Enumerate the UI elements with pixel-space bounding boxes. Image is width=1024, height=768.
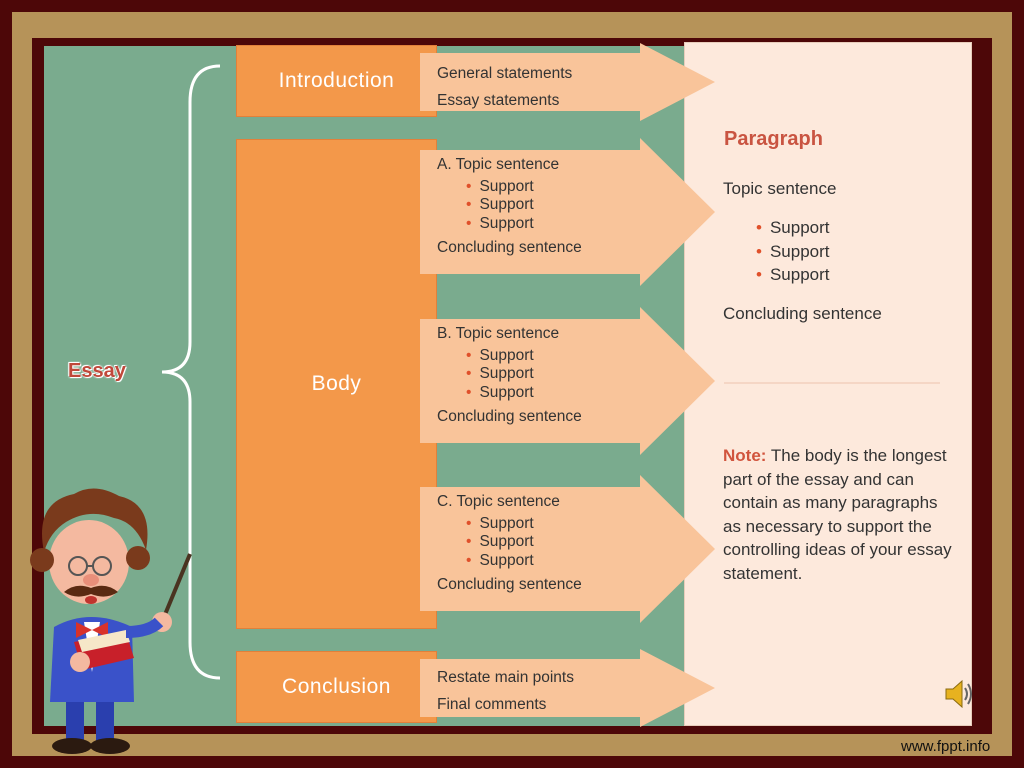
support-item: Support [479,196,534,214]
concluding-sentence: Concluding sentence [437,576,582,594]
concluding-sentence: Concluding sentence [437,239,582,257]
paragraph-panel [684,42,972,726]
arrow-shape-icon [420,649,715,727]
introduction-arrow: General statements Essay statements [420,43,718,121]
concluding-sentence: Concluding sentence [437,408,582,426]
footer-credit: www.fppt.info [901,738,991,755]
paragraph-topic: Topic sentence [723,179,837,198]
introduction-box: Introduction [236,45,437,117]
paragraph-title: Paragraph [724,128,823,150]
body-paragraph-a-arrow: A. Topic sentence •Support •Support •Sup… [420,138,718,286]
note-label: Note: [723,446,767,465]
body-label: Body [311,372,362,395]
paragraph-support: Support [769,265,830,284]
conclusion-line: Final comments [437,696,547,713]
support-item: Support [479,346,534,364]
introduction-label: Introduction [278,69,395,92]
paragraph-support: Support [769,218,830,237]
conclusion-label: Conclusion [282,675,391,698]
body-box: Body [236,139,437,629]
support-item: Support [479,177,534,195]
introduction-line: Essay statements [437,92,560,109]
conclusion-line: Restate main points [437,669,574,686]
support-item: Support [479,533,534,551]
body-paragraph-c-arrow: C. Topic sentence •Support •Support •Sup… [420,475,718,623]
support-item: Support [479,551,534,569]
note-body: The body is the longest part of the essa… [723,446,952,583]
support-item: Support [479,214,534,232]
essay-label: Essay [68,360,126,382]
speaker-icon[interactable] [944,678,972,710]
topic-sentence: C. Topic sentence [437,493,560,510]
topic-sentence: B. Topic sentence [437,325,560,342]
support-item: Support [479,514,534,532]
paragraph-concluding: Concluding sentence [723,304,882,323]
body-paragraph-b-arrow: B. Topic sentence •Support •Support •Sup… [420,307,718,455]
support-item: Support [479,383,534,401]
arrow-shape-icon [420,138,715,286]
arrow-shape-icon [420,43,715,121]
paragraph-support: Support [769,242,830,261]
conclusion-box: Conclusion [236,651,437,723]
panel-divider [724,382,940,384]
note-text: Note: The body is the longest part of th… [723,444,953,586]
support-item: Support [479,365,534,383]
arrow-shape-icon [420,475,715,623]
introduction-line: General statements [437,65,573,82]
arrow-shape-icon [420,307,715,455]
conclusion-arrow: Restate main points Final comments [420,649,718,727]
topic-sentence: A. Topic sentence [437,156,560,173]
brace-icon [161,64,221,680]
professor-clipart-icon [30,488,192,754]
